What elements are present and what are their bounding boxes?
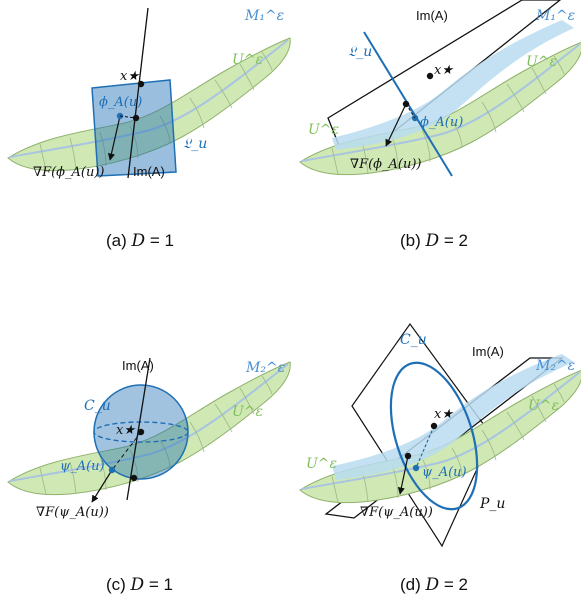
caption-b: (b) D = 2 bbox=[400, 231, 468, 251]
panel-c: x★ ψ_A(u) C_u ∇F(ψ_A(u)) Im(A) M₂^ε U^ε … bbox=[7, 357, 292, 595]
plane-label-d: P_u bbox=[479, 496, 505, 512]
dash-a bbox=[119, 115, 137, 119]
star-point-a bbox=[137, 80, 145, 88]
star-label-c: x★ bbox=[116, 423, 136, 438]
manifold-label-b: M₁^ε bbox=[535, 8, 575, 24]
phi-label-a: ϕ_A(u) bbox=[99, 95, 142, 110]
dash-b bbox=[405, 103, 416, 119]
psi-point-d bbox=[412, 464, 420, 472]
grad-arrow-b bbox=[385, 103, 407, 147]
grad-label-c: ∇F(ψ_A(u)) bbox=[36, 505, 109, 520]
manifold-label-a: M₁^ε bbox=[244, 8, 284, 24]
inner-band-b bbox=[332, 20, 574, 150]
sphere-equator-c bbox=[93, 421, 189, 443]
im-label-a: Im(A) bbox=[133, 164, 165, 179]
panel-d: x★ ψ_A(u) C_u P_u ∇F(ψ_A(u)) Im(A) M₂^ε … bbox=[299, 322, 581, 595]
im-line-a bbox=[127, 7, 149, 179]
panel-b: x★ ϕ_A(u) 𝔏_u ∇F(ϕ_A(u)) Im(A) M₁^ε U^ε … bbox=[299, 0, 581, 251]
inner-band-d bbox=[332, 354, 574, 480]
grad-label-b: ∇F(ϕ_A(u)) bbox=[350, 157, 422, 172]
caption-a: (a) D = 1 bbox=[106, 231, 174, 251]
star-label-d: x★ bbox=[434, 407, 454, 422]
neighborhood-label-a: U^ε bbox=[232, 52, 263, 68]
panel-a: x★ ϕ_A(u) 𝔏_u ∇F(ϕ_A(u)) Im(A) M₁^ε U^ε … bbox=[7, 7, 292, 251]
star-point-d bbox=[430, 422, 438, 430]
grad-arrow-c bbox=[91, 469, 113, 503]
caption-d: (d) D = 2 bbox=[400, 575, 468, 595]
neighborhood-label-b-right: U^ε bbox=[526, 54, 557, 70]
im-label-d: Im(A) bbox=[472, 344, 504, 359]
psi-point-c bbox=[108, 466, 116, 474]
circle-cu-d bbox=[389, 361, 479, 511]
psi-label-d: ψ_A(u) bbox=[422, 465, 467, 480]
grad-arrow-a bbox=[107, 115, 121, 161]
dash-d bbox=[415, 425, 435, 469]
manifold-label-c: M₂^ε bbox=[245, 360, 285, 376]
grad-label-d: ∇F(ψ_A(u)) bbox=[360, 505, 433, 520]
star-point-b bbox=[426, 72, 434, 80]
caption-c: (c) D = 1 bbox=[106, 575, 173, 595]
phi-label-b: ϕ_A(u) bbox=[420, 115, 463, 130]
im-label-c: Im(A) bbox=[122, 358, 154, 373]
neighborhood-label-b-left: U^ε bbox=[308, 122, 339, 138]
circle-label-d: C_u bbox=[400, 332, 427, 348]
grad-arrow-d bbox=[397, 455, 409, 495]
star-label-b: x★ bbox=[434, 63, 454, 78]
im-line-c bbox=[126, 357, 151, 501]
line-label-b: 𝔏_u bbox=[348, 44, 372, 60]
radius-dash-c bbox=[111, 431, 142, 471]
psi-label-c: ψ_A(u) bbox=[60, 459, 105, 474]
neighborhood-label-d-left: U^ε bbox=[306, 456, 337, 472]
proj-point-d bbox=[404, 452, 412, 460]
neighborhood-label-d-right: U^ε bbox=[528, 398, 559, 414]
line-label-a: 𝔏_u bbox=[183, 136, 207, 152]
star-point-c bbox=[137, 428, 145, 436]
neighborhood-label-c: U^ε bbox=[232, 404, 263, 420]
proj-point-c bbox=[130, 474, 138, 482]
star-label-a: x★ bbox=[120, 69, 140, 84]
grad-label-a: ∇F(ϕ_A(u)) bbox=[33, 165, 105, 180]
im-label-b: Im(A) bbox=[416, 8, 448, 23]
circle-label-c: C_u bbox=[84, 398, 111, 414]
manifold-label-d: M₂^ε bbox=[535, 358, 575, 374]
